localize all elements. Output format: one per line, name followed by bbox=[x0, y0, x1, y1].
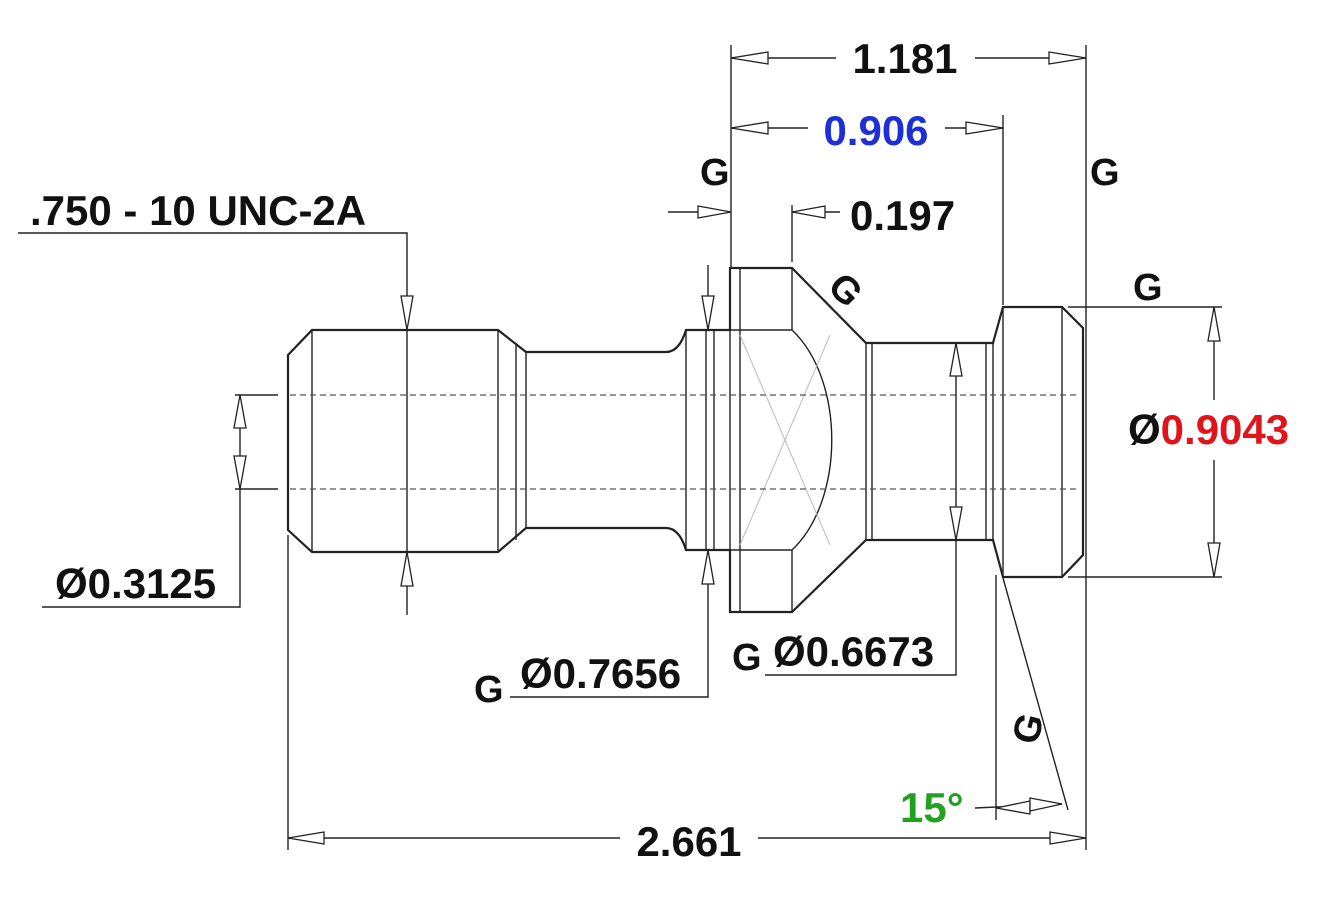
dia-symbol: Ø bbox=[1128, 406, 1161, 453]
arrowhead bbox=[995, 800, 1031, 815]
arrowhead bbox=[949, 506, 963, 541]
dim-angle: 15° bbox=[900, 784, 964, 831]
arrowhead bbox=[701, 549, 715, 585]
g-marker: G bbox=[700, 152, 730, 194]
dim-neck-dia: Ø0.6673 bbox=[773, 628, 934, 675]
arrowhead bbox=[1029, 797, 1063, 812]
arrowhead bbox=[400, 295, 414, 331]
arrowhead bbox=[1207, 306, 1221, 342]
dim-groove-dia: Ø0.7656 bbox=[520, 650, 681, 697]
dim-head-dia: Ø0.9043 bbox=[1128, 406, 1289, 453]
g-marker: G bbox=[1090, 152, 1120, 194]
g-marker: G bbox=[1133, 267, 1163, 309]
dimension-lines bbox=[18, 45, 1222, 850]
dim-total-length: 2.661 bbox=[636, 818, 741, 865]
arrowhead bbox=[730, 121, 769, 135]
g-marker: G bbox=[732, 637, 762, 679]
arrowhead bbox=[1049, 831, 1087, 845]
dim-reference-length: 0.906 bbox=[823, 107, 928, 154]
arrowhead bbox=[701, 295, 715, 331]
dim-thread-spec: .750 - 10 UNC-2A bbox=[30, 187, 366, 234]
arrowhead bbox=[965, 121, 1004, 135]
arrowhead bbox=[791, 205, 826, 219]
arrowhead bbox=[233, 455, 247, 490]
dim-overall-length: 1.181 bbox=[852, 35, 957, 82]
dim-head-dia-value: 0.9043 bbox=[1161, 406, 1289, 453]
arrowhead bbox=[1048, 51, 1087, 65]
g-marker: G bbox=[820, 265, 871, 316]
arrowhead bbox=[949, 342, 963, 377]
arrowhead bbox=[400, 551, 414, 587]
arrowhead bbox=[1207, 542, 1221, 578]
dim-bore-dia: Ø0.3125 bbox=[55, 560, 216, 607]
g-marker: G bbox=[1005, 709, 1053, 748]
arrowhead bbox=[287, 831, 325, 845]
arrowhead bbox=[730, 51, 769, 65]
arrowhead bbox=[697, 205, 732, 219]
g-marker: G bbox=[474, 669, 504, 711]
part-outline bbox=[286, 266, 1085, 614]
dim-flange-chamfer: 0.197 bbox=[850, 192, 955, 239]
hidden-bore bbox=[290, 394, 1080, 490]
arrowhead bbox=[233, 394, 247, 429]
